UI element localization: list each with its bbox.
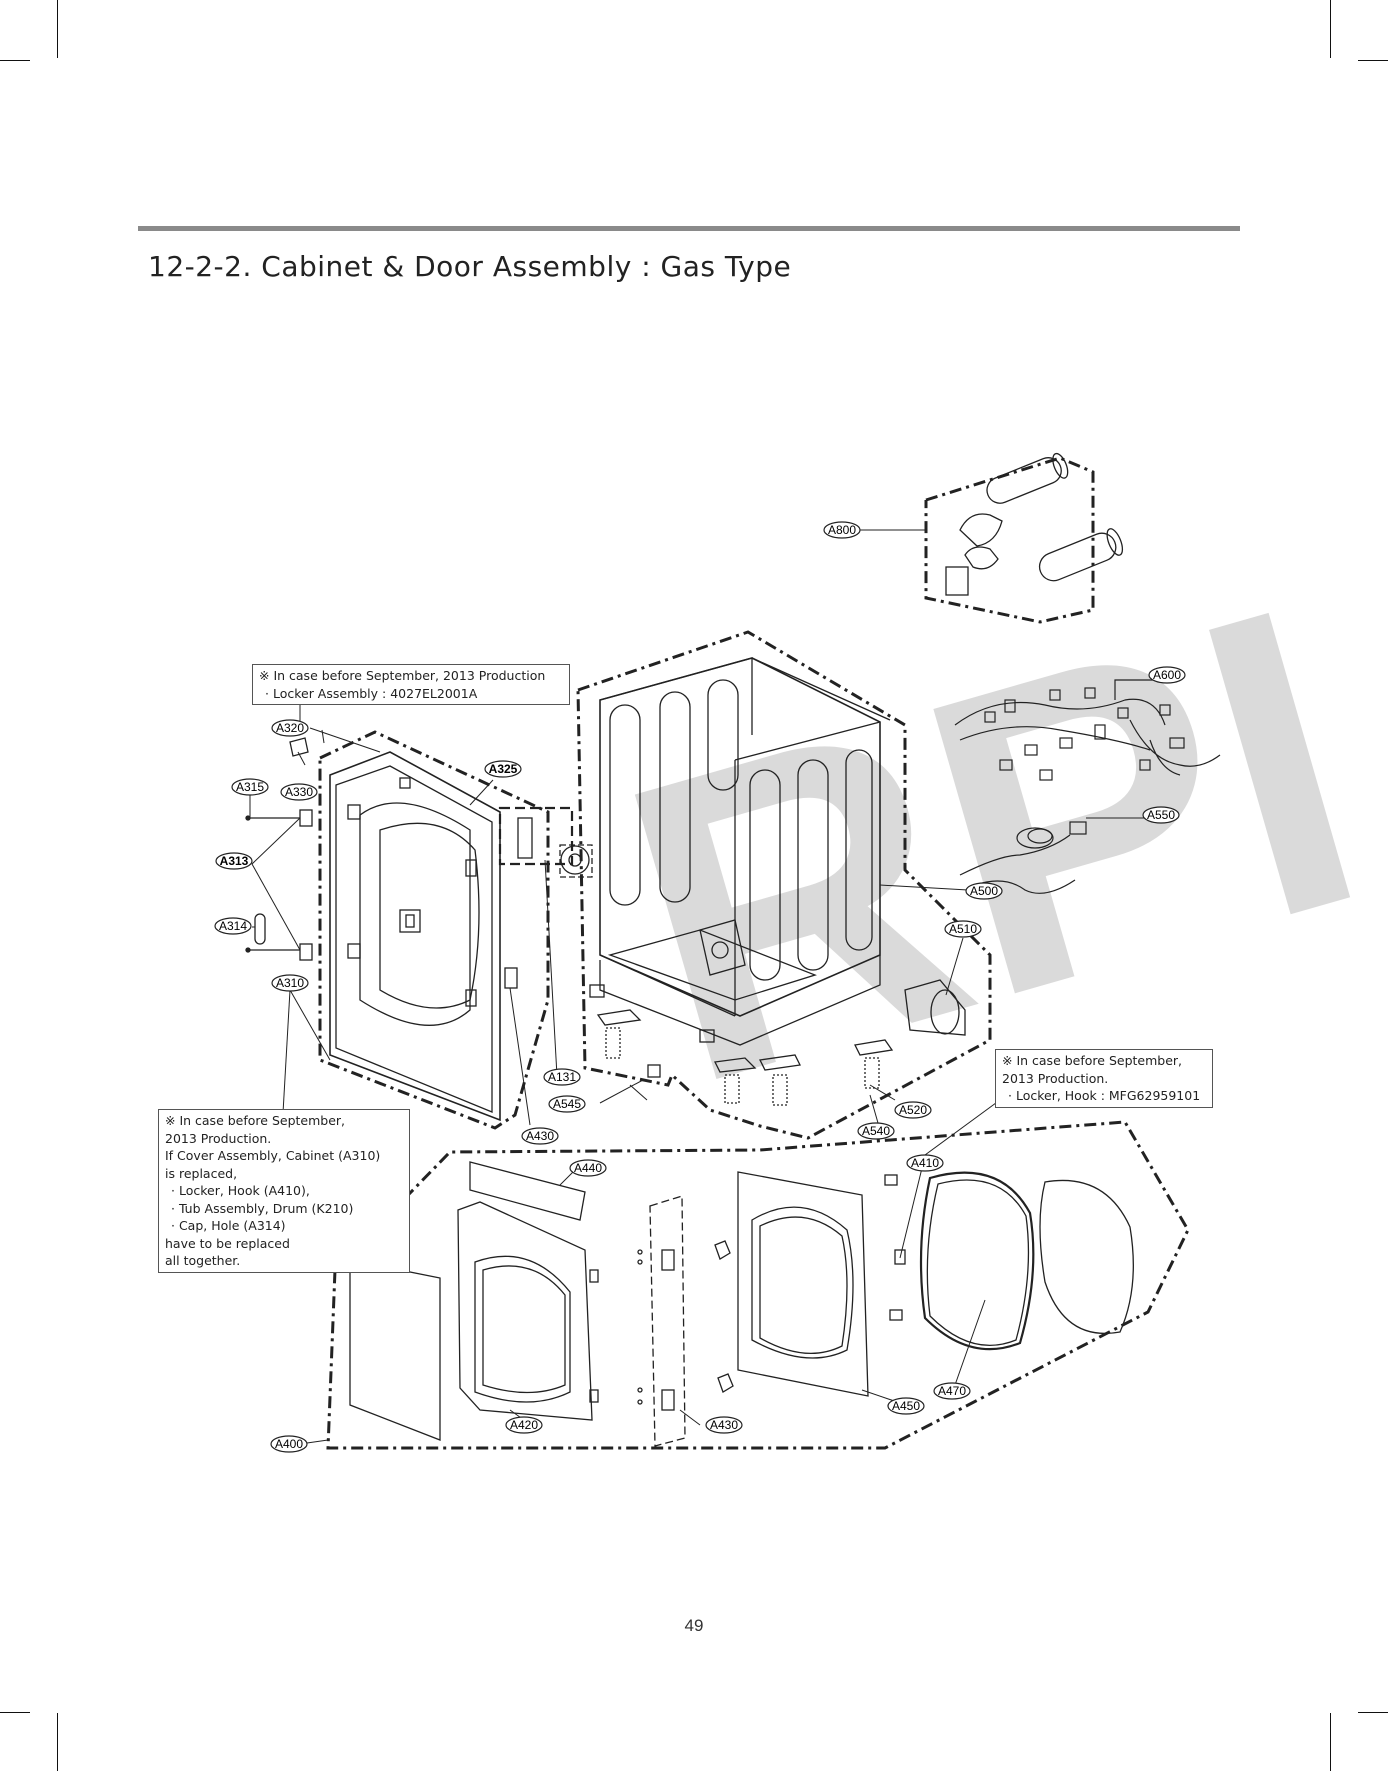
watermark-text: RPI bbox=[582, 516, 1388, 1175]
svg-text:A450: A450 bbox=[892, 1399, 920, 1413]
callout-a440: A440 bbox=[569, 1159, 607, 1177]
callout-a550: A550 bbox=[1142, 806, 1180, 824]
page-number: 49 bbox=[684, 1616, 704, 1635]
svg-text:A600: A600 bbox=[1153, 668, 1181, 682]
front-panel-group bbox=[245, 700, 550, 1130]
locker-assembly-note: ※ In case before September, 2013 Product… bbox=[252, 664, 570, 705]
callout-a310: A310 bbox=[271, 974, 309, 992]
crop-mark bbox=[0, 60, 30, 61]
callout-a500: A500 bbox=[965, 882, 1003, 900]
svg-text:A430: A430 bbox=[710, 1418, 738, 1432]
door-assembly-group bbox=[306, 1099, 1190, 1450]
crop-mark bbox=[0, 1712, 30, 1713]
callout-a800: A800 bbox=[823, 521, 861, 539]
callout-a430-upper: A430 bbox=[521, 1127, 559, 1145]
svg-text:A550: A550 bbox=[1147, 808, 1175, 822]
callout-a314: A314 bbox=[214, 917, 252, 935]
small-harness bbox=[959, 817, 1146, 894]
wire-harness bbox=[954, 679, 1221, 781]
crop-mark bbox=[1358, 60, 1388, 61]
callout-a430-lower: A430 bbox=[705, 1416, 743, 1434]
svg-text:A325: A325 bbox=[489, 762, 518, 776]
svg-text:A545: A545 bbox=[553, 1097, 581, 1111]
svg-text:A131: A131 bbox=[548, 1070, 576, 1084]
callout-a600: A600 bbox=[1148, 666, 1186, 684]
callout-a470: A470 bbox=[933, 1382, 971, 1400]
svg-text:A313: A313 bbox=[220, 854, 249, 868]
callout-a320: A320 bbox=[271, 719, 309, 737]
callout-bubbles: A800 A600 A550 A500 A510 A520 A540 A545 … bbox=[214, 521, 1186, 1453]
svg-text:A470: A470 bbox=[938, 1384, 966, 1398]
callout-a131: A131 bbox=[543, 1068, 581, 1086]
watermark: RPI bbox=[582, 516, 1388, 1175]
svg-text:A800: A800 bbox=[828, 523, 856, 537]
cabinet-group bbox=[498, 630, 992, 1140]
locker-hook-note: ※ In case before September, 2013 Product… bbox=[995, 1049, 1213, 1108]
callout-a545: A545 bbox=[548, 1095, 586, 1113]
svg-text:A320: A320 bbox=[276, 721, 304, 735]
callout-a420: A420 bbox=[505, 1416, 543, 1434]
svg-text:A540: A540 bbox=[862, 1124, 890, 1138]
svg-text:A500: A500 bbox=[970, 884, 998, 898]
svg-text:A314: A314 bbox=[219, 919, 247, 933]
callout-a520: A520 bbox=[894, 1101, 932, 1119]
svg-text:A430: A430 bbox=[526, 1129, 554, 1143]
svg-text:A315: A315 bbox=[236, 780, 264, 794]
svg-text:A520: A520 bbox=[899, 1103, 927, 1117]
page-title: 12-2-2. Cabinet & Door Assembly : Gas Ty… bbox=[148, 250, 792, 283]
exhaust-duct-group bbox=[842, 452, 1124, 624]
callout-a540: A540 bbox=[857, 1122, 895, 1140]
crop-mark bbox=[1330, 1713, 1331, 1771]
svg-text:A330: A330 bbox=[285, 785, 313, 799]
callout-a313: A313 bbox=[215, 852, 253, 870]
callout-a410: A410 bbox=[906, 1154, 944, 1172]
callout-a400: A400 bbox=[270, 1435, 308, 1453]
crop-mark bbox=[1358, 1712, 1388, 1713]
svg-text:A440: A440 bbox=[574, 1161, 602, 1175]
crop-mark bbox=[57, 1713, 58, 1771]
callout-a315: A315 bbox=[231, 778, 269, 796]
svg-text:A310: A310 bbox=[276, 976, 304, 990]
cover-assembly-note: ※ In case before September, 2013 Product… bbox=[158, 1109, 410, 1273]
callout-a325: A325 bbox=[484, 760, 522, 778]
callout-a450: A450 bbox=[887, 1397, 925, 1415]
crop-mark bbox=[1330, 0, 1331, 58]
callout-a510: A510 bbox=[944, 920, 982, 938]
svg-text:A410: A410 bbox=[911, 1156, 939, 1170]
svg-text:A400: A400 bbox=[275, 1437, 303, 1451]
svg-text:A510: A510 bbox=[949, 922, 977, 936]
header-rule bbox=[138, 226, 1240, 231]
svg-text:A420: A420 bbox=[510, 1418, 538, 1432]
crop-mark bbox=[57, 0, 58, 58]
callout-a330: A330 bbox=[280, 783, 318, 801]
